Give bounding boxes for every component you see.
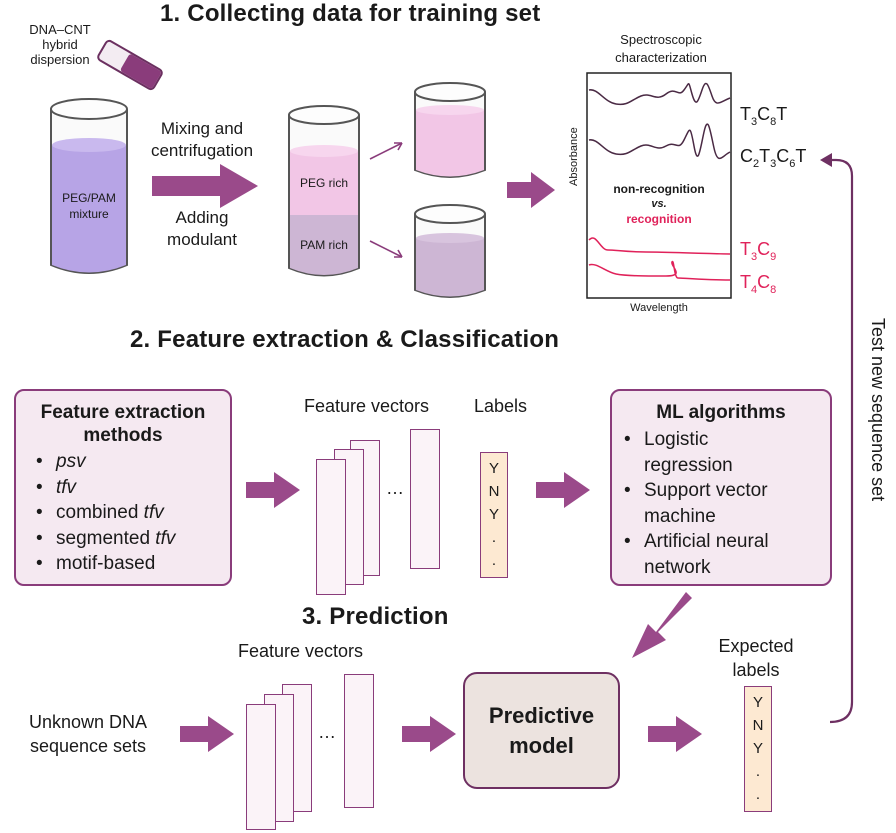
fe-item: motif-based — [30, 551, 230, 577]
fe-item: segmented tfv — [30, 526, 230, 552]
feature-vector — [246, 704, 276, 830]
arrow-icon — [536, 472, 590, 508]
label-value: Y — [488, 506, 499, 523]
dispersion-label-line: hybrid — [42, 37, 78, 52]
label-value: . — [491, 552, 497, 569]
vs-label: vs. — [651, 198, 667, 210]
label-value: Y — [752, 694, 763, 711]
mixture-label: PEG/PAM mixture — [48, 190, 130, 222]
expected-labels-line: labels — [732, 660, 780, 680]
label-value: N — [752, 717, 764, 734]
labels-column: Y N Y . . — [480, 452, 508, 578]
dispersion-label: DNA–CNT hybrid dispersion — [10, 22, 110, 67]
vial-icon — [97, 39, 163, 91]
mixture-label-line: mixture — [69, 207, 109, 221]
fe-title: Feature extraction methods — [16, 401, 230, 447]
labels-label: Labels — [474, 396, 528, 416]
unknown-dna-label: Unknown DNA sequence sets — [8, 710, 168, 758]
expected-labels-line: Expected — [718, 636, 794, 656]
feedback-loop-arrow-icon — [820, 153, 854, 724]
mixture-beaker — [50, 98, 128, 274]
feature-extraction-box: Feature extraction methods psv tfv combi… — [14, 389, 232, 586]
section1-title: 1. Collecting data for training set — [160, 0, 541, 27]
mixing-label-line: Mixing and — [160, 119, 244, 138]
recognition-label: recognition — [626, 212, 692, 226]
arrow-icon — [507, 172, 555, 208]
label-value: Y — [488, 460, 499, 477]
arrow-icon — [402, 716, 456, 752]
legend-annotation: non-recognition vs. recognition — [586, 182, 732, 227]
peg-rich-label: PEG rich — [299, 176, 348, 190]
mixing-label-line: centrifugation — [150, 141, 254, 160]
spectro-title: Spectroscopic characterization — [590, 31, 732, 67]
peg-phase-beaker — [414, 82, 486, 178]
diagonal-arrow-icon — [632, 592, 692, 658]
arrow-icon — [180, 716, 234, 752]
feature-vector — [410, 429, 440, 569]
arrow-icon — [246, 472, 300, 508]
feature-vector — [316, 459, 346, 595]
mixing-label: Mixing and centrifugation — [140, 118, 264, 162]
ellipsis: … — [318, 722, 336, 742]
dispersion-label-line: dispersion — [30, 52, 90, 67]
fe-title-line: Feature extraction — [40, 402, 206, 423]
label-value: Y — [752, 740, 763, 757]
fe-list: psv tfv combined tfv segmented tfv motif… — [30, 449, 230, 577]
arrow-icon — [152, 164, 258, 208]
expected-labels-title: Expected labels — [706, 634, 806, 682]
section3-title: 3. Prediction — [302, 603, 449, 630]
predictive-model-line: Predictive — [488, 702, 595, 728]
label-value: . — [491, 529, 497, 546]
modulant-label: Adding modulant — [140, 207, 264, 251]
label-value: . — [755, 763, 761, 780]
feature-vector — [344, 674, 374, 808]
y-axis-label: Absorbance — [568, 127, 580, 186]
x-axis-label: Wavelength — [630, 302, 688, 314]
fe-item: combined tfv — [30, 500, 230, 526]
modulant-label-line: modulant — [167, 230, 237, 249]
unknown-dna-line: sequence sets — [29, 736, 147, 756]
non-recognition-label: non-recognition — [613, 182, 705, 196]
predictive-model-box: Predictive model — [463, 672, 620, 789]
pam-rich-label: PAM rich — [300, 238, 348, 252]
spectro-title-line: Spectroscopic — [620, 32, 702, 47]
spectro-title-line: characterization — [615, 50, 707, 65]
section2-title: 2. Feature extraction & Classification — [130, 326, 560, 353]
split-arrows-icon — [369, 142, 403, 258]
fe-item: tfv — [30, 475, 230, 501]
fe-item: psv — [30, 449, 230, 475]
ellipsis: … — [386, 478, 404, 498]
label-value: N — [488, 483, 500, 500]
feature-vectors-label: Feature vectors — [304, 396, 430, 416]
ml-title: ML algorithms — [656, 402, 786, 423]
pam-phase-beaker — [414, 204, 486, 298]
mixture-label-line: PEG/PAM — [62, 191, 116, 205]
feature-vectors-label-3: Feature vectors — [238, 641, 364, 661]
arrow-icon — [648, 716, 702, 752]
dispersion-label-line: DNA–CNT — [29, 22, 91, 37]
modulant-label-line: Adding — [175, 208, 229, 227]
label-value: . — [755, 786, 761, 803]
sequence-labels: T3C8T C2T3C6T T3C9 T4C8 — [740, 104, 806, 296]
predictive-model-line: model — [509, 732, 574, 758]
seq-label-1: T3C8T — [740, 104, 787, 128]
test-new-sequence-label: Test new sequence set — [868, 318, 888, 502]
unknown-dna-line: Unknown DNA — [28, 712, 148, 732]
spectra-chart — [586, 72, 732, 299]
two-phase-beaker — [288, 105, 360, 277]
expected-labels-column: Y N Y . . — [744, 686, 772, 812]
fe-title-line: methods — [83, 425, 163, 446]
